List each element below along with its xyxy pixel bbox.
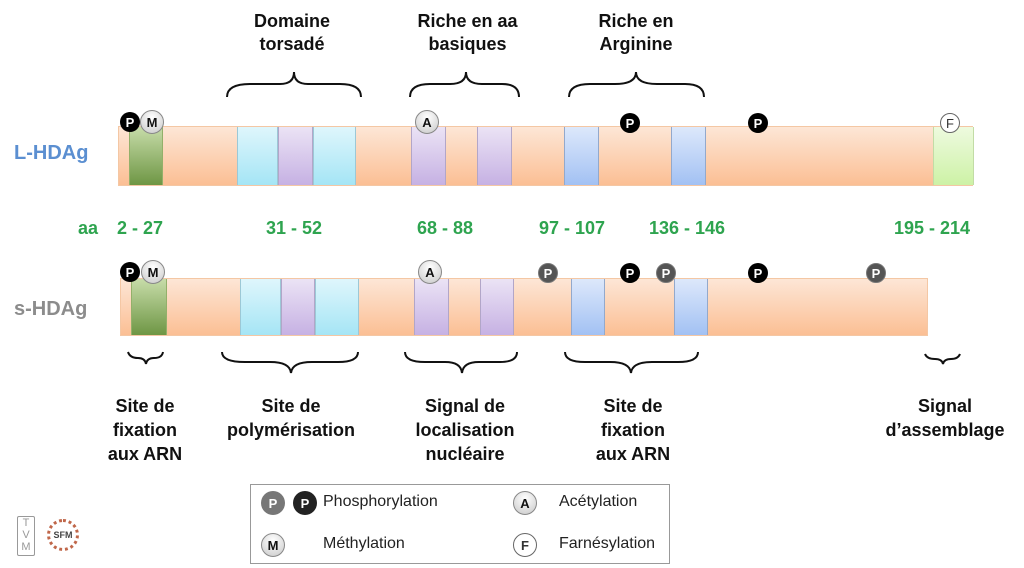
label-riche-aa-basiques: Riche en aa basiques [400, 10, 535, 56]
aa-range: 2 - 27 [117, 218, 164, 238]
segment-195-214 [933, 127, 974, 185]
sfm-logo: SFM [47, 519, 79, 551]
segment-cyan [237, 127, 278, 185]
segment-blue [674, 279, 708, 335]
segment-2-27 [129, 127, 163, 185]
segment-blue [671, 127, 706, 185]
segment-blue [571, 279, 605, 335]
phospho-icon: P [866, 263, 886, 283]
label-line: Riche en [598, 11, 674, 31]
aa-range: 68 - 88 [417, 218, 474, 238]
s-hdag-label: s-HDAg [14, 298, 88, 320]
segment-2-27 [131, 279, 167, 335]
phospho-icon: P [748, 113, 768, 133]
aa-range: 136 - 146 [649, 218, 726, 238]
l-hdag-bar [118, 126, 974, 186]
label-riche-arginine: Riche en Arginine [566, 10, 706, 56]
farnesyl-icon: F [513, 533, 537, 557]
label-line: Riche en aa [417, 11, 518, 31]
aa-range: 31 - 52 [266, 218, 323, 238]
label-line: aux ARN [595, 444, 671, 464]
label-domaine-torsade: Domaine torsadé [222, 10, 362, 56]
brace-bot-fixation2 [564, 351, 699, 374]
phospho-icon: P [120, 262, 140, 282]
label-line: polymérisation [226, 420, 356, 440]
aa-range: 195 - 214 [894, 218, 971, 238]
label-line: localisation [415, 420, 515, 440]
brace-bot-localisation [404, 351, 518, 374]
phospho-icon: P [620, 263, 640, 283]
aa-prefix: aa [78, 218, 99, 238]
acetyl-icon: A [415, 110, 439, 134]
label-line: aux ARN [107, 444, 183, 464]
methyl-icon: M [141, 260, 165, 284]
phospho-icon: P [120, 112, 140, 132]
label-site-fixation-arn-2: Site de fixation aux ARN [578, 394, 688, 466]
methyl-icon: M [261, 533, 285, 557]
acetyl-icon: A [513, 491, 537, 515]
brace-bot-assemblage [924, 353, 961, 365]
legend-box: P P Phosphorylation A Acétylation M Méth… [250, 484, 670, 564]
label-line: Site de [603, 396, 663, 416]
segment-purple [411, 127, 446, 185]
label-signal-localisation: Signal de localisation nucléaire [405, 394, 525, 466]
label-line: Domaine [253, 11, 331, 31]
segment-cyan [313, 127, 356, 185]
segment-purple [278, 127, 313, 185]
label-site-fixation-arn-1: Site de fixation aux ARN [90, 394, 200, 466]
legend-acetyl-label: Acétylation [559, 493, 638, 510]
legend-farnesyl-label: Farnésylation [559, 535, 656, 552]
phospho-icon: P [538, 263, 558, 283]
brace-top-domaine [226, 71, 362, 98]
label-line: d’assemblage [885, 420, 1005, 440]
phospho-black-icon: P [293, 491, 317, 515]
segment-cyan [315, 279, 359, 335]
acetyl-icon: A [418, 260, 442, 284]
aa-range: 97 - 107 [539, 218, 606, 238]
label-site-polymerisation: Site de polymérisation [216, 394, 366, 442]
segment-blue [564, 127, 599, 185]
phospho-icon: P [656, 263, 676, 283]
segment-cyan [240, 279, 281, 335]
brace-bot-polymerisation [221, 351, 359, 374]
label-line: nucléaire [425, 444, 505, 464]
label-line: Signal de [424, 396, 505, 416]
label-line: Site de [261, 396, 321, 416]
legend-methyl-label: Méthylation [323, 535, 405, 552]
label-signal-assemblage: Signal d’assemblage [880, 394, 1010, 442]
phospho-gray-icon: P [261, 491, 285, 515]
methyl-icon: M [140, 110, 164, 134]
label-line: basiques [428, 34, 507, 54]
segment-purple [477, 127, 512, 185]
brace-top-basiques [409, 71, 520, 98]
brace-top-arginine [568, 71, 705, 98]
phospho-icon: P [748, 263, 768, 283]
label-line: torsadé [259, 34, 325, 54]
label-line: Signal [917, 396, 972, 416]
legend-phospho-label: Phosphorylation [323, 493, 438, 510]
farnesyl-icon: F [940, 113, 960, 133]
label-line: Arginine [599, 34, 673, 54]
segment-purple [480, 279, 514, 335]
label-line: fixation [112, 420, 177, 440]
phospho-icon: P [620, 113, 640, 133]
label-line: fixation [600, 420, 665, 440]
s-hdag-bar [120, 278, 928, 336]
segment-purple [281, 279, 315, 335]
l-hdag-label: L-HDAg [14, 142, 89, 164]
brace-bot-fixation1 [127, 351, 164, 365]
label-line: Site de [115, 396, 175, 416]
segment-purple [414, 279, 449, 335]
